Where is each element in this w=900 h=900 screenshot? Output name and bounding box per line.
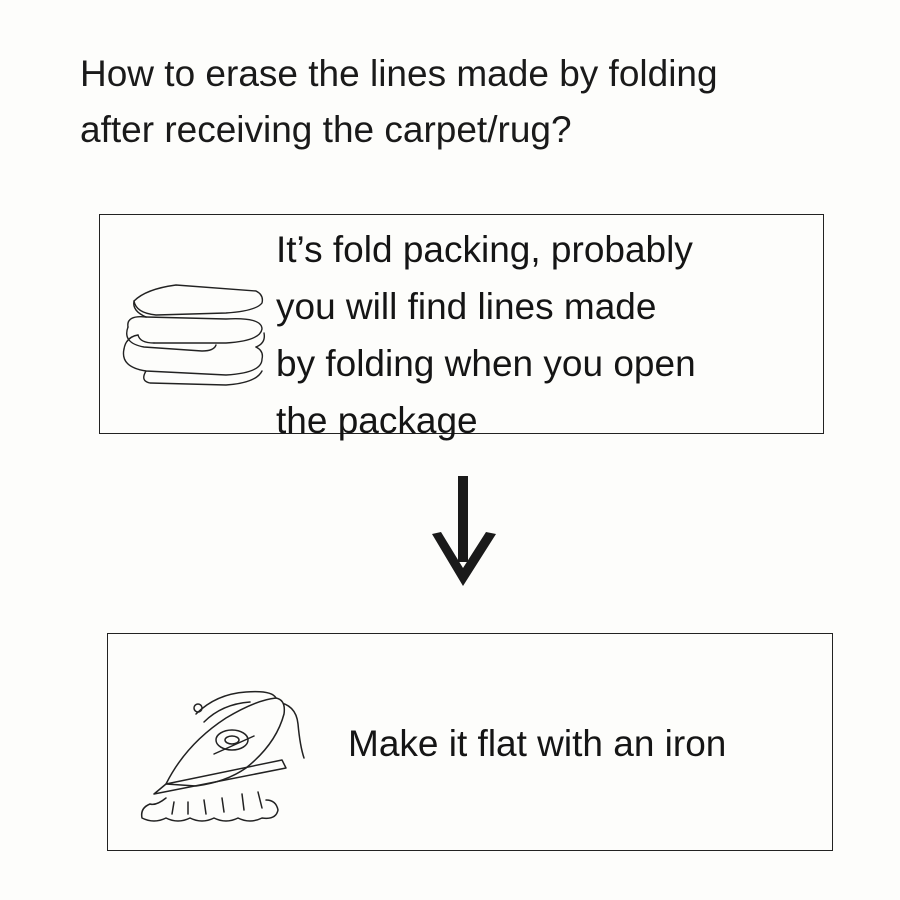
fold-packing-description: It’s fold packing, probably you will fin…: [276, 221, 816, 449]
iron-instruction: Make it flat with an iron: [348, 723, 727, 764]
arrow-down-icon: [432, 476, 496, 586]
iron-icon: [140, 690, 305, 822]
folded-carpet-icon: [122, 284, 266, 386]
page-title: How to erase the lines made by folding a…: [80, 46, 880, 158]
step-iron-flat: Make it flat with an iron: [107, 633, 833, 851]
page-title-line-1: How to erase the lines made by folding: [80, 53, 718, 94]
fold-text-line-2: you will find lines made: [276, 286, 657, 327]
fold-text-line-3: by folding when you open: [276, 343, 696, 384]
page-title-line-2: after receiving the carpet/rug?: [80, 109, 572, 150]
fold-text-line-1: It’s fold packing, probably: [276, 229, 693, 270]
fold-text-line-4: the package: [276, 400, 478, 441]
step-fold-packing: It’s fold packing, probably you will fin…: [99, 214, 824, 441]
